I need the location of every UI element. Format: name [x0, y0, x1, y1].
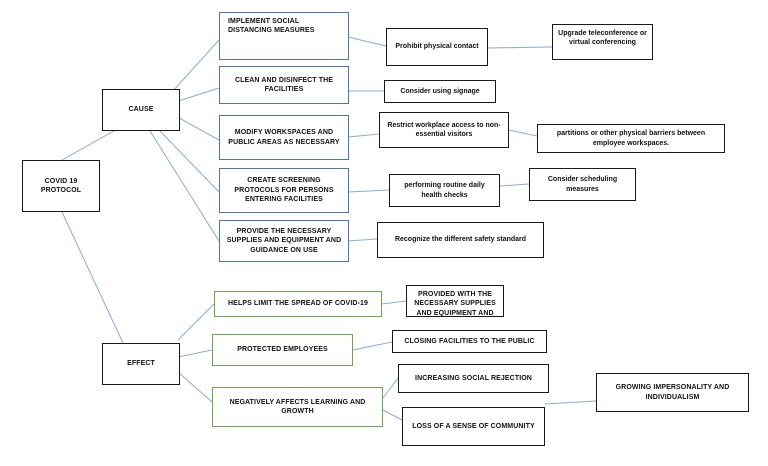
- connector: [544, 400, 597, 405]
- effect-protected-employees: PROTECTED EMPLOYEES: [212, 334, 353, 366]
- connector: [352, 341, 393, 351]
- detail-health-checks: performing routine daily health checks: [389, 174, 500, 207]
- connector: [177, 349, 213, 358]
- connector: [487, 46, 553, 49]
- connector: [177, 303, 215, 341]
- measure-modify-workspaces: MODIFY WORKSPACES AND PUBLIC AREAS AS NE…: [219, 115, 349, 160]
- measure-screening-protocols: CREATE SCREENING PROTOCOLS FOR PERSONS E…: [219, 168, 349, 213]
- connector: [347, 189, 390, 193]
- detail-safety-standard: Recognize the different safety standard: [377, 222, 544, 258]
- connector: [61, 211, 124, 344]
- detail-restrict-access: Restrict workplace access to non-essenti…: [379, 112, 509, 148]
- connector: [508, 129, 538, 137]
- effect-detail-impersonality: GROWING IMPERSONALITY AND INDIVIDUALISM: [596, 373, 749, 412]
- connector: [177, 371, 213, 403]
- effect-detail-community: LOSS OF A SENSE OF COMMUNITY: [402, 407, 545, 446]
- connector: [171, 39, 220, 93]
- effect-detail-supplies: PROVIDED WITH THE NECESSARY SUPPLIES AND…: [406, 285, 504, 317]
- effect-node: EFFECT: [102, 343, 180, 385]
- connector: [347, 238, 378, 242]
- connector: [382, 377, 399, 399]
- measure-supplies-equipment: PROVIDE THE NECESSARY SUPPLIES AND EQUIP…: [219, 220, 349, 262]
- cause-node: CAUSE: [102, 89, 180, 131]
- connector: [347, 36, 387, 47]
- measure-clean-disinfect: CLEAN AND DISINFECT THE FACILITIES: [219, 66, 349, 104]
- connector: [382, 409, 403, 421]
- measure-social-distancing: IMPLEMENT SOCIAL DISTANCING MEASURES: [219, 12, 349, 60]
- connector: [159, 130, 220, 193]
- effect-detail-closing-facilities: CLOSING FACILITIES TO THE PUBLIC: [392, 330, 547, 353]
- connector: [499, 183, 530, 187]
- detail-prohibit-contact: Prohibit physical contact: [386, 28, 488, 66]
- subdetail-scheduling: Consider scheduling measures: [529, 168, 636, 201]
- subdetail-partitions: partitions or other physical barriers be…: [537, 124, 725, 153]
- effect-learning-growth: NEGATIVELY AFFECTS LEARNING AND GROWTH: [212, 387, 383, 427]
- connector: [149, 130, 220, 242]
- root-node: COVID 19 PROTOCOL: [22, 160, 100, 212]
- connector: [381, 300, 407, 305]
- subdetail-teleconference: Upgrade teleconference or virtual confer…: [552, 24, 653, 60]
- effect-detail-social-rejection: INCREASING SOCIAL REJECTION: [398, 364, 549, 393]
- effect-limit-spread: HELPS LIMIT THE SPREAD OF COVID-19: [214, 291, 382, 317]
- connector: [347, 133, 380, 138]
- detail-signage: Consider using signage: [384, 80, 496, 103]
